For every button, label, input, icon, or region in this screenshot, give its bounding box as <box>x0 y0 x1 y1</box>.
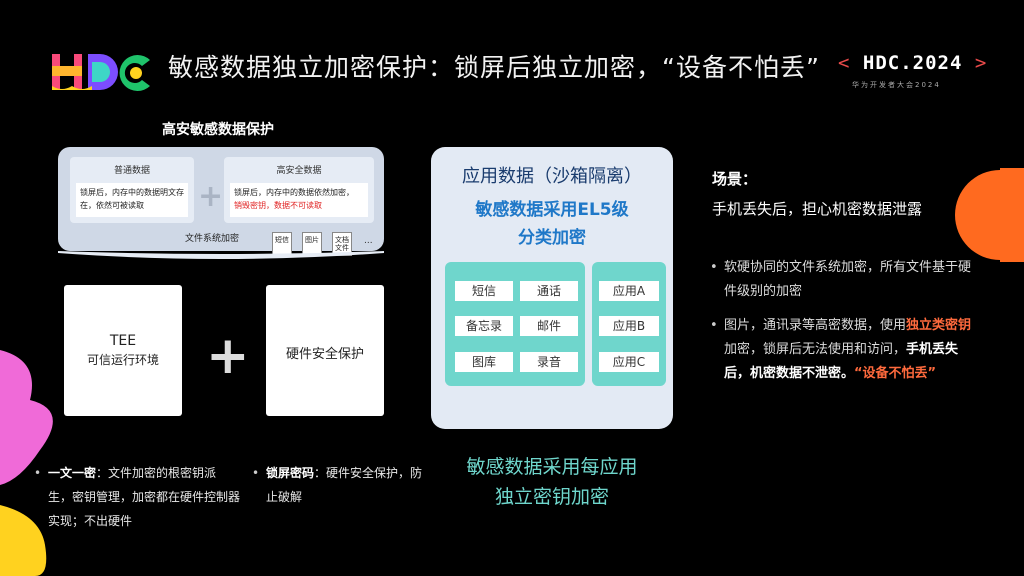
right-bullet-1: • 软硬协同的文件系统加密，所有文件基于硬件级别的加密 <box>710 256 982 304</box>
high-security-text-line1: 锁屏后，内存中的数据依然加密， <box>234 188 354 197</box>
chip-mail: 邮件 <box>520 316 578 336</box>
document-icon: 短信 <box>272 232 292 256</box>
filesystem-label: 文件系统加密 <box>185 234 240 244</box>
per-app-key-text: 敏感数据采用每应用 独立密钥加密 <box>431 452 673 512</box>
normal-data-title: 普通数据 <box>113 166 150 176</box>
chip-app-c: 应用C <box>599 352 659 372</box>
scene-text: 手机丢失后，担心机密数据泄露 <box>712 200 923 218</box>
chip-calls: 通话 <box>520 281 578 301</box>
scene-title: 场景： <box>712 170 758 188</box>
high-security-card: 高安全数据 锁屏后，内存中的数据依然加密， 销毁密钥，数据不可读取 <box>224 157 374 223</box>
right-bullet2-bold: 手机丢失后，机密数据不泄密。 <box>724 342 959 381</box>
badge-bracket-left: < <box>838 52 851 74</box>
chip-gallery: 图库 <box>455 352 513 372</box>
bullet-dot: • <box>252 466 260 480</box>
app-data-subtitle: 敏感数据采用EL5级 分类加密 <box>431 196 673 252</box>
tee-box: TEE 可信运行环境 <box>64 285 182 416</box>
app-data-title: 应用数据（沙箱隔离） <box>462 166 642 187</box>
monitor-stand <box>58 251 384 259</box>
page-title: 敏感数据独立加密保护：锁屏后独立加密，“设备不怕丢” <box>168 53 820 82</box>
document-icon: 文档文件 <box>332 232 352 256</box>
high-security-title: 高安全数据 <box>276 166 322 176</box>
document-icon: 图片 <box>302 232 322 256</box>
badge-text: HDC.2024 <box>862 52 963 74</box>
badge-subtitle: 华为开发者大会2024 <box>852 81 941 89</box>
bullet-dot: • <box>710 260 718 275</box>
chip-notes: 备忘录 <box>455 316 513 336</box>
plus-icon: + <box>206 326 250 386</box>
high-security-text: 锁屏后，内存中的数据依然加密， 销毁密钥，数据不可读取 <box>230 183 368 217</box>
badge-bracket-right: > <box>974 52 988 74</box>
tee-subtitle: 可信运行环境 <box>86 353 159 367</box>
chip-app-b: 应用B <box>599 316 659 336</box>
bullet2-bold: 锁屏密码 <box>266 466 315 480</box>
high-security-text-line2: 销毁密钥，数据不可读取 <box>234 201 322 210</box>
right-bullet2-red2: “设备不怕丢” <box>854 366 937 381</box>
bullet1-text: ：文件加密的根密钥派生，密钥管理，加密都在硬件控制器实现；不出硬件 <box>48 466 241 528</box>
ellipsis: ... <box>364 236 373 246</box>
bullet-dot: • <box>34 466 42 480</box>
right-bullet2-red: 独立类密钥 <box>906 318 972 333</box>
right-bullet2-a: 图片，通讯录等高密数据，使用 <box>724 318 907 333</box>
chip-recorder: 录音 <box>520 352 578 372</box>
tee-title: TEE <box>109 333 137 349</box>
plus-icon: + <box>198 179 224 214</box>
right-bullet-2: • 图片，通讯录等高密数据，使用独立类密钥加密，锁屏后无法使用和访问，手机丢失后… <box>710 314 982 386</box>
chip-app-a: 应用A <box>599 281 659 301</box>
right-bullet2-b: 加密，锁屏后无法使用和访问， <box>724 342 907 357</box>
bullet-dot: • <box>710 318 718 333</box>
left-bullet-1: • 一文一密：文件加密的根密钥派生，密钥管理，加密都在硬件控制器实现；不出硬件 <box>34 461 241 533</box>
hardware-security-box: 硬件安全保护 <box>266 285 384 416</box>
left-heading: 高安敏感数据保护 <box>162 122 274 138</box>
right-bullet1-text: 软硬协同的文件系统加密，所有文件基于硬件级别的加密 <box>724 260 972 299</box>
left-bullet-2: • 锁屏密码：硬件安全保护，防止破解 <box>252 461 426 509</box>
per-app-key-line1: 敏感数据采用每应用 <box>466 456 638 478</box>
hdc-logo <box>52 54 150 91</box>
app-data-subtitle-line2: 分类加密 <box>518 228 586 248</box>
chip-sms: 短信 <box>455 281 513 301</box>
normal-data-text: 锁屏后，内存中的数据明文存在，依然可被读取 <box>76 183 188 217</box>
hdc-badge: < HDC.2024 > <box>838 52 987 74</box>
bullet2-text: ：硬件安全保护，防止破解 <box>266 466 423 504</box>
per-app-key-line2: 独立密钥加密 <box>494 486 609 508</box>
filesystem-panel: 普通数据 锁屏后，内存中的数据明文存在，依然可被读取 + 高安全数据 锁屏后，内… <box>58 147 384 251</box>
app-data-subtitle-line1: 敏感数据采用EL5级 <box>475 200 629 220</box>
normal-data-card: 普通数据 锁屏后，内存中的数据明文存在，依然可被读取 <box>70 157 194 223</box>
bullet1-bold: 一文一密 <box>48 466 97 480</box>
hardware-security-label: 硬件安全保护 <box>285 347 364 362</box>
